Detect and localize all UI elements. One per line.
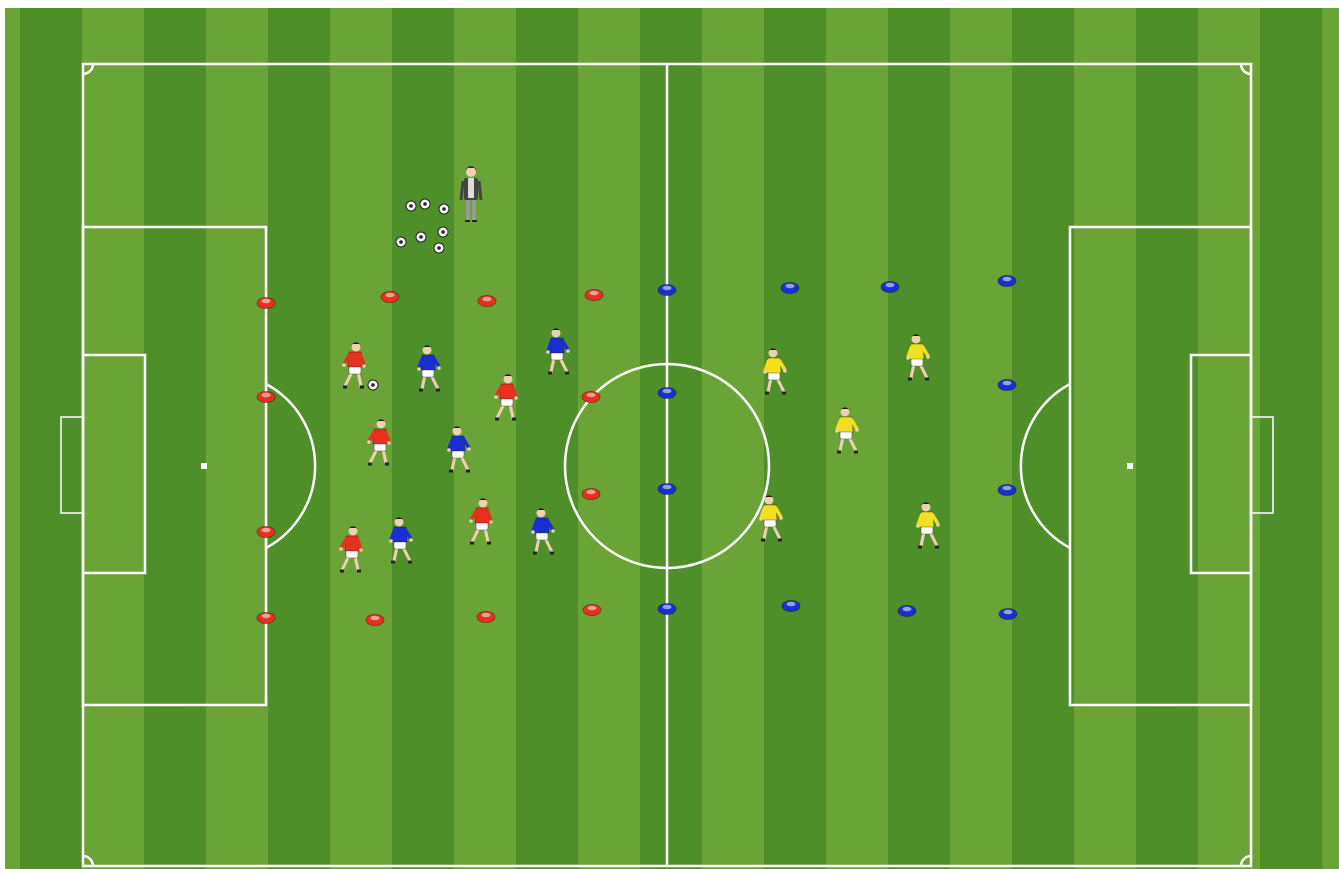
- red-cone-icon: [478, 296, 496, 307]
- blue-cone-icon: [658, 285, 676, 296]
- red-cone-icon: [366, 615, 384, 626]
- blue-cone-icon: [898, 606, 916, 617]
- red-cone-icon: [257, 527, 275, 538]
- blue-cone-icon: [658, 484, 676, 495]
- left-penalty-spot: [201, 463, 207, 469]
- right-penalty-spot: [1127, 463, 1133, 469]
- ball-icon: [434, 243, 444, 253]
- ball-icon: [368, 380, 378, 390]
- blue-cone-icon: [881, 282, 899, 293]
- ball-icon: [396, 237, 406, 247]
- blue-cone-icon: [998, 380, 1016, 391]
- ball-icon: [416, 232, 426, 242]
- ball-icon: [406, 201, 416, 211]
- blue-cone-icon: [781, 283, 799, 294]
- red-cone-icon: [582, 392, 600, 403]
- blue-cone-icon: [999, 609, 1017, 620]
- ball-icon: [438, 227, 448, 237]
- red-cone-icon: [257, 613, 275, 624]
- blue-cone-icon: [998, 276, 1016, 287]
- red-cone-icon: [257, 392, 275, 403]
- red-cone-icon: [477, 612, 495, 623]
- blue-cone-icon: [658, 388, 676, 399]
- blue-cone-icon: [658, 604, 676, 615]
- red-cone-icon: [257, 298, 275, 309]
- ball-icon: [439, 204, 449, 214]
- red-cone-icon: [582, 489, 600, 500]
- red-cone-icon: [583, 605, 601, 616]
- blue-cone-icon: [782, 601, 800, 612]
- ball-icon: [420, 199, 430, 209]
- grass-stripes: [5, 8, 1339, 869]
- red-cone-icon: [381, 292, 399, 303]
- blue-cone-icon: [998, 485, 1016, 496]
- red-cone-icon: [585, 290, 603, 301]
